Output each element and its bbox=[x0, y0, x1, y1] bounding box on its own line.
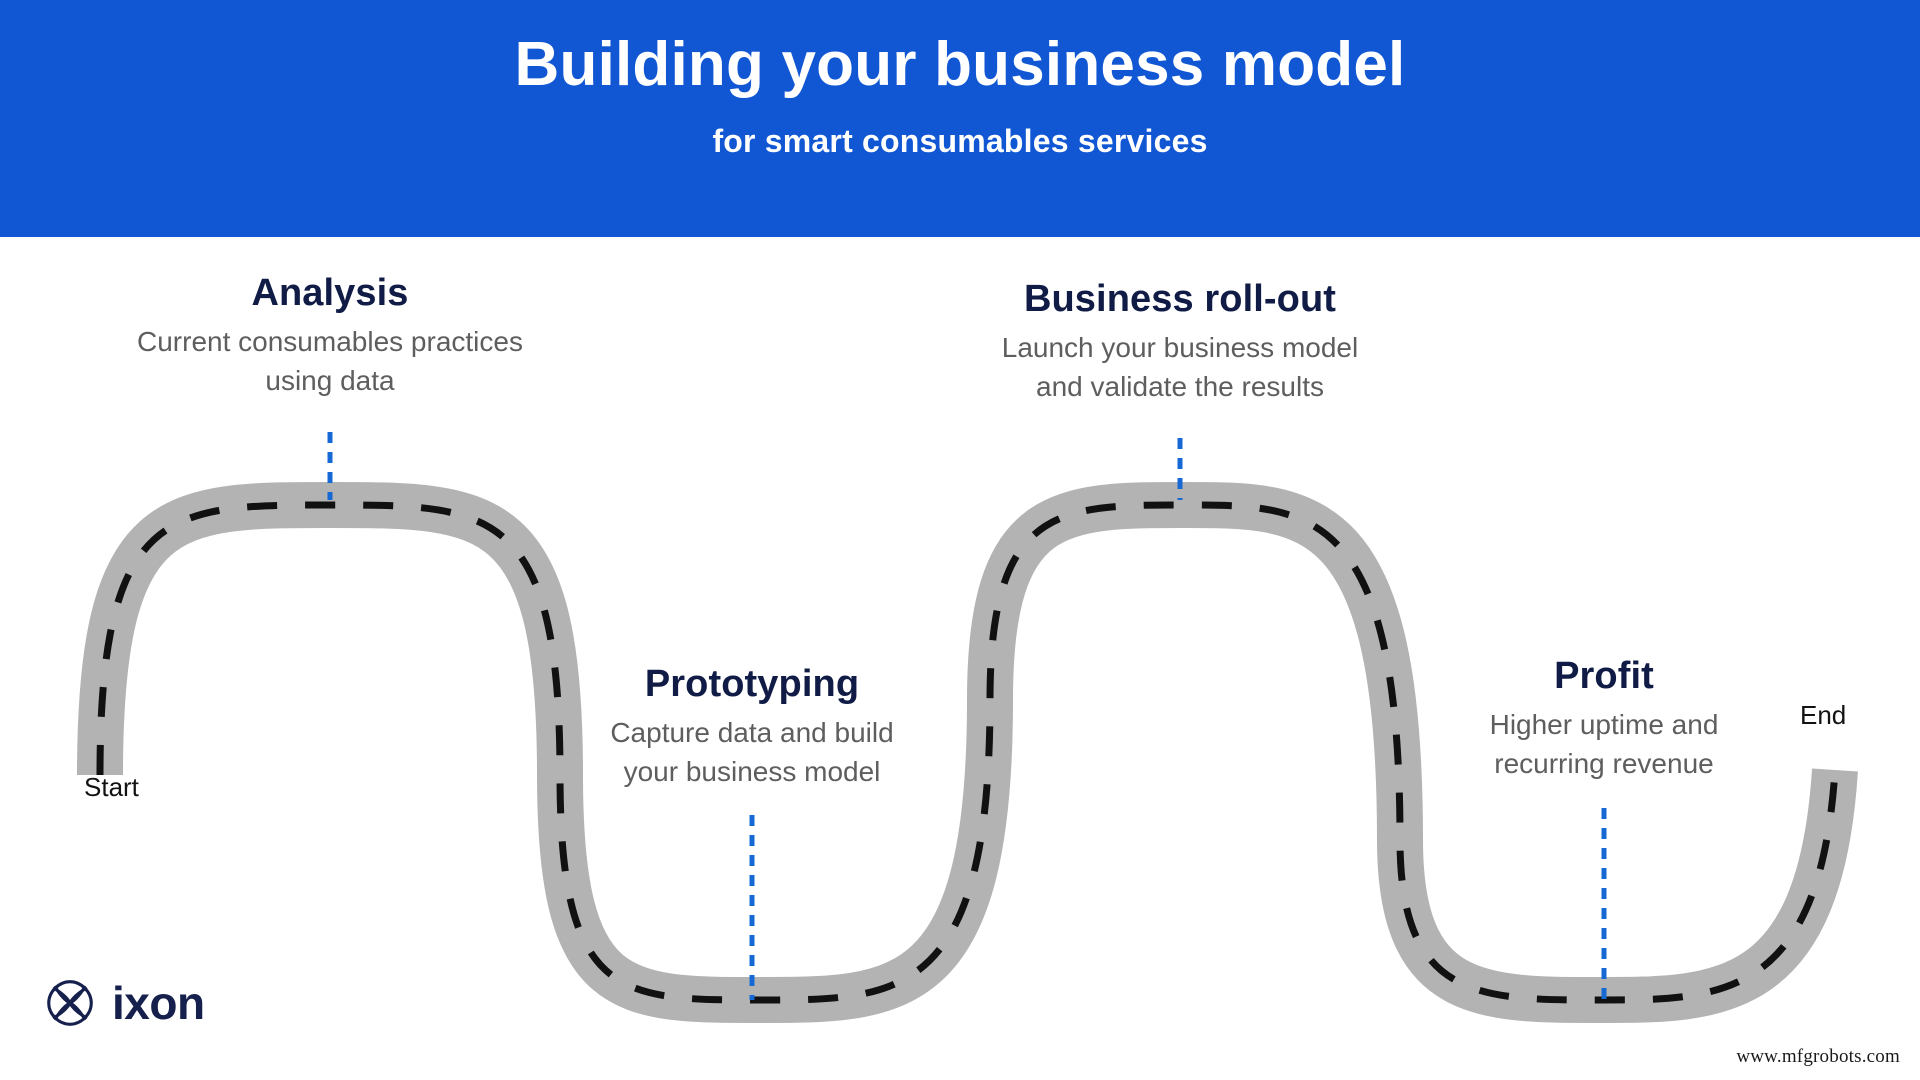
stage-description-business-roll-out: Launch your business model and validate … bbox=[1001, 331, 1359, 403]
page-title: Building your business model bbox=[514, 30, 1406, 99]
road-center-dashed-line bbox=[96, 501, 1839, 1004]
ixon-knot-icon bbox=[47, 980, 93, 1026]
stage-title-business-roll-out: Business roll-out bbox=[1023, 278, 1337, 320]
stage-description-analysis: Current consumables practices using data bbox=[137, 325, 523, 397]
stage-title-analysis: Analysis bbox=[251, 272, 409, 314]
ixon-wordmark: ixon bbox=[112, 977, 205, 1029]
stage-title-prototyping: Prototyping bbox=[644, 663, 860, 705]
page-subtitle: for smart consumables services bbox=[712, 123, 1208, 160]
stage-profit[interactable]: Profit Higher uptime and recurring reven… bbox=[1334, 655, 1874, 784]
stage-title-profit: Profit bbox=[1554, 655, 1654, 697]
start-label: Start bbox=[84, 772, 139, 802]
stage-prototyping[interactable]: Prototyping Capture data and build your … bbox=[482, 663, 1022, 792]
header-banner: Building your business model for smart c… bbox=[0, 0, 1920, 237]
stage-description-prototyping: Capture data and build your business mod… bbox=[610, 716, 894, 788]
stage-description-profit: Higher uptime and recurring revenue bbox=[1489, 708, 1719, 780]
stage-analysis[interactable]: Analysis Current consumables practices u… bbox=[60, 272, 600, 401]
end-label: End bbox=[1800, 700, 1847, 730]
stage-business-roll-out[interactable]: Business roll-out Launch your business m… bbox=[910, 278, 1450, 407]
source-watermark: www.mfgrobots.com bbox=[1736, 1046, 1900, 1067]
ixon-logo[interactable]: ixon bbox=[42, 975, 205, 1031]
